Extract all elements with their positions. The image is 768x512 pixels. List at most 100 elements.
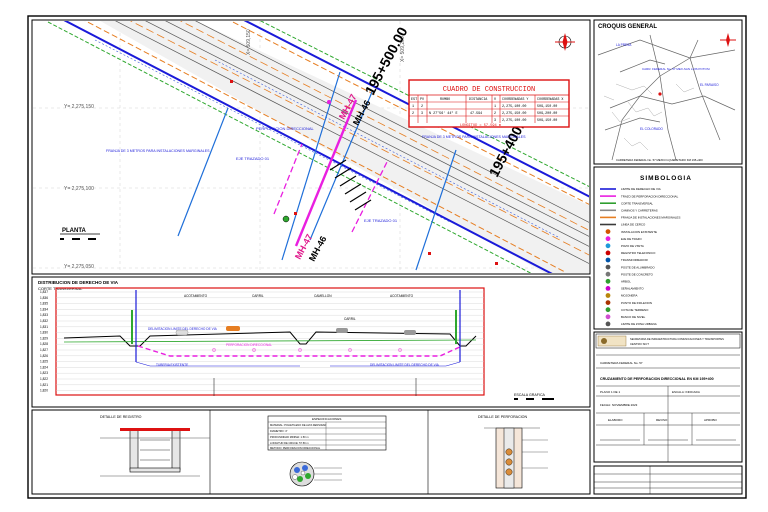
- legend-symbol-icon: [605, 271, 611, 277]
- section-note-2: DELIMITACION LIMITE DEL DERECHO DE VIA: [370, 363, 440, 367]
- legend-item-label: POZO DE VISITA: [621, 244, 644, 248]
- legend-item-label: BANCO DE NIVEL: [621, 315, 646, 319]
- location-caption: CARRETERA FEDERAL No. 57 MEXICO-QUERETAR…: [616, 158, 703, 162]
- legend-item-label: POSTE DE ALUMBRADO: [621, 265, 655, 269]
- elevation-label: 1,824: [40, 365, 48, 369]
- legend-item-label: POSTE DE CONCRETO: [621, 272, 654, 276]
- legend-symbol-icon: [605, 293, 611, 298]
- title-block-header: SECRETARIA DE INFRAESTRUCTURA COMUNICACI…: [630, 337, 724, 341]
- elevation-label: 1,837: [40, 290, 48, 294]
- elevation-label: 1,826: [40, 354, 48, 358]
- legend-item-label: CAMINOS Y CARRETERAS: [621, 209, 658, 213]
- ct-header-distancia: DISTANCIA: [469, 98, 488, 102]
- elevation-label: 1,830: [40, 331, 48, 335]
- elevation-label: 1,828: [40, 342, 48, 346]
- legend-symbol-icon: [605, 243, 611, 249]
- elevation-label: 1,820: [40, 389, 48, 393]
- spec-table: ESPECIFICACIONES MATERIAL: POLIETILENO D…: [267, 415, 387, 451]
- spec-row: ESPECIFICACIONES: [312, 417, 341, 421]
- spec-row: MATERIAL: POLIETILENO DE ALTA DENSIDAD: [270, 423, 326, 427]
- drilling-path: [294, 99, 358, 247]
- legend-item-label: LIMITE DE DERECHO DE VIA: [621, 187, 661, 191]
- ct-cell: 2,275,100.00: [502, 119, 526, 123]
- lane-label-4: CARRIL: [344, 317, 356, 321]
- ct-cell: 2,275,100.00: [502, 105, 526, 109]
- section-drilling-path: [137, 345, 463, 357]
- cross-section: DISTRIBUCION DE DERECHO DE VIA CORTE TRA…: [31, 276, 591, 408]
- coord-label-x-1: X= 509,150: [246, 29, 252, 55]
- legend-symbol-icon: [605, 300, 611, 305]
- ct-cell: 3: [421, 112, 423, 116]
- ct-cell: 509,150.00: [537, 119, 557, 123]
- note-franja-1: FRANJA DE 3 METROS PARA INSTALACIONES MA…: [106, 149, 210, 153]
- legend-item-label: TRAZO DE PERFORACION DIRECCIONAL: [621, 194, 679, 198]
- location-label-presa: LA PRESA: [616, 43, 632, 47]
- conduit-bundle-drawing: [289, 461, 342, 487]
- coord-label-y-3: Y= 2,275,050: [64, 264, 94, 270]
- title-block-plane: PLANO 1 DE 1: [600, 390, 621, 394]
- ct-cell: 2: [421, 105, 423, 109]
- government-logo-icon: [597, 335, 627, 347]
- legend-symbol-icon: [605, 236, 611, 242]
- legend: SIMBOLOGIA LIMITE DE DERECHO DE VIA TRAZO…: [593, 166, 743, 330]
- right-of-way-limit-north: [63, 21, 553, 273]
- elevation-label: 1,829: [40, 336, 48, 340]
- elevation-label: 1,821: [40, 383, 48, 387]
- legend-title: SIMBOLOGIA: [640, 175, 692, 182]
- plan-scale-bar: [60, 238, 96, 240]
- elevation-label: 1,827: [40, 348, 48, 352]
- title-block-project: CRUZAMIENTO DE PERFORACION DIRECCIONAL E…: [600, 377, 714, 381]
- detail-1-title: DETALLE DE REGISTRO: [100, 415, 142, 419]
- ct-footer: LONGITUD = 57.594 m: [460, 124, 501, 128]
- ct-cell: 509,200.00: [537, 112, 557, 116]
- legend-item-label: CORTE TRANSVERSAL: [621, 201, 653, 205]
- legend-symbol-icon: [605, 250, 611, 256]
- legend-symbol-icon: [605, 257, 611, 263]
- section-title: DISTRIBUCION DE DERECHO DE VIA: [38, 280, 119, 285]
- elevation-label: 1,833: [40, 313, 48, 317]
- title-block-date: FECHA: NOVIEMBRE 2023: [600, 403, 638, 407]
- construction-table: CUADRO DE CONSTRUCCION EST PV RUMBO DIST…: [408, 79, 570, 128]
- section-note-1: DELIMITACION LIMITE DEL DERECHO DE VIA: [148, 327, 218, 331]
- legend-item-label: FRANJA DE INSTALACIONES MARGINALES: [621, 216, 680, 220]
- section-profile-frame: [55, 287, 485, 396]
- ct-cell: 2: [494, 112, 496, 116]
- compass-icon: [720, 33, 736, 47]
- legend-item-label: PUNTO DE INFLEXION: [621, 301, 652, 305]
- location-sketch: CROQUIS GENERAL LA PRESA CARR. FEDERAL N…: [593, 19, 743, 165]
- title-block: SECRETARIA DE INFRAESTRUCTURA COMUNICACI…: [593, 331, 743, 463]
- lane-label-3: CAMELLON: [314, 294, 332, 298]
- signature-reviso: REVISO: [656, 418, 668, 422]
- elevation-label: 1,836: [40, 296, 48, 300]
- location-label-highway: CARR. FEDERAL No. 57 MEX-SAN LUIS POTOSI: [642, 67, 710, 71]
- note-perforacion: PERFORACION DIRECCIONAL: [256, 126, 315, 131]
- legend-symbol-icon: [605, 307, 611, 313]
- legend-symbol-icon: [605, 321, 611, 327]
- title-block-scale: ESCALA: INDICADA: [672, 390, 700, 394]
- legend-symbol-icon: [605, 286, 611, 291]
- ct-cell: 2,275,150.00: [502, 112, 526, 116]
- legend-symbol-icon: [605, 229, 611, 235]
- ct-header-est: EST: [411, 98, 417, 102]
- legend-item-label: SEÑALAMIENTO: [621, 286, 644, 291]
- ct-header-x: COORDENADAS X: [537, 98, 563, 102]
- location-label-paraiso: EL PARAISO: [700, 83, 719, 87]
- detail-2-title: DETALLE DE PERFORACION: [478, 415, 527, 419]
- elevation-label: 1,831: [40, 325, 48, 329]
- note-eje-2: EJE TRAZADO 01: [364, 218, 398, 223]
- ct-cell: N 27°56' 44" E: [429, 111, 458, 116]
- plan-view: Y= 2,275,150 Y= 2,275,100 Y= 2,275,050 X…: [31, 19, 591, 275]
- plan-title: PLANTA: [62, 228, 87, 234]
- lane-label-1: ACOTAMIENTO: [184, 294, 208, 298]
- legend-item-label: INSTALACION EXISTENTE: [621, 230, 657, 234]
- manhole-detail-drawing: [100, 428, 210, 477]
- ct-cell: 3: [494, 119, 496, 123]
- legend-item-label: REGISTRO TELEFONICO: [621, 251, 656, 255]
- legend-item-label: MOJONERA: [621, 294, 637, 298]
- coord-label-y-1: Y= 2,275,150: [64, 104, 94, 110]
- signature-aprobo: APROBO: [704, 418, 718, 422]
- ct-cell: 1: [494, 105, 496, 109]
- elevation-label: 1,822: [40, 377, 48, 381]
- lane-label-5: ACOTAMIENTO: [390, 294, 414, 298]
- section-scale-label: ESCALA GRAFICA: [514, 393, 546, 397]
